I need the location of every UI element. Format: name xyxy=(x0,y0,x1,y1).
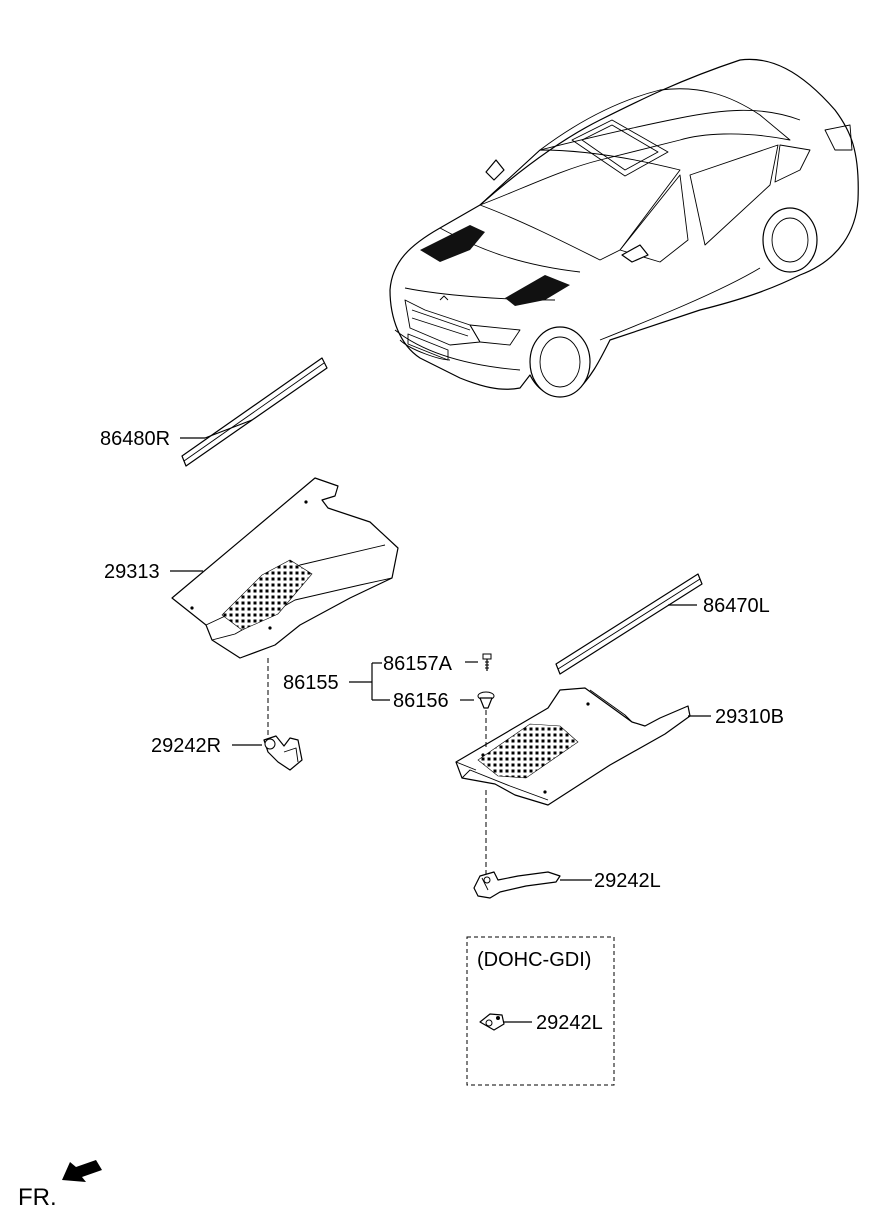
label-86470L: 86470L xyxy=(703,595,770,617)
label-29242R: 29242R xyxy=(151,735,221,757)
weatherstrip-86470L xyxy=(555,573,703,675)
label-29242L-gdi: 29242L xyxy=(536,1012,603,1034)
front-direction-label: FR. xyxy=(18,1184,57,1211)
front-direction-arrow-icon xyxy=(62,1160,102,1182)
label-29313: 29313 xyxy=(104,561,160,583)
screw-86157A xyxy=(482,653,492,671)
label-86155: 86155 xyxy=(283,672,339,694)
label-29310B: 29310B xyxy=(715,706,784,728)
label-29242L: 29242L xyxy=(594,870,661,892)
variant-box-label: (DOHC-GDI) xyxy=(477,949,591,971)
bracket-29242L xyxy=(473,871,561,899)
clip-86156 xyxy=(477,691,495,709)
car-illustration xyxy=(389,58,859,398)
cowl-panel-29310B xyxy=(455,687,691,806)
cowl-panel-29313 xyxy=(171,477,399,659)
label-86480R: 86480R xyxy=(100,428,170,450)
label-86156: 86156 xyxy=(393,690,449,712)
weatherstrip-86480R xyxy=(181,357,328,467)
bracket-29242L-gdi xyxy=(479,1013,505,1031)
bracket-29242R xyxy=(263,735,303,771)
variant-box-dohc-gdi xyxy=(466,936,615,1086)
label-86157A: 86157A xyxy=(383,653,453,675)
